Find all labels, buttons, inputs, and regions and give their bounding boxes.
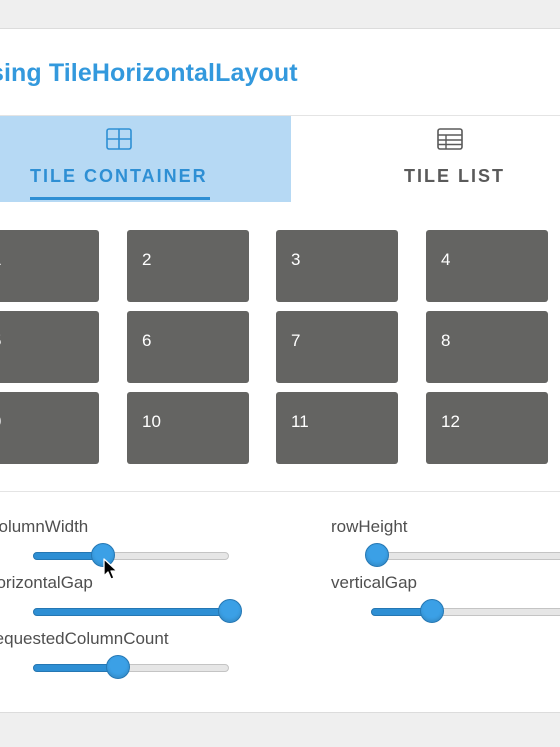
tile[interactable]: 12	[426, 392, 548, 464]
tile-label: 12	[441, 412, 460, 431]
tile-label: 1	[0, 250, 1, 270]
slider-track	[376, 552, 560, 560]
requested-column-count-slider[interactable]	[33, 655, 229, 681]
divider	[0, 491, 560, 492]
slider-fill	[33, 608, 231, 616]
row-height-label: rowHeight	[331, 517, 408, 536]
tab-tile-container[interactable]: TILE CONTAINER	[0, 116, 291, 202]
tile-label: 2	[142, 250, 152, 269]
tile-label: 9	[0, 412, 1, 432]
list-table-icon	[437, 128, 463, 150]
tile[interactable]: 5	[0, 311, 99, 383]
tile-label: 4	[441, 250, 451, 269]
slider-thumb[interactable]	[91, 543, 115, 567]
tile-label: 6	[142, 331, 152, 350]
column-width-label: columnWidth	[0, 517, 89, 536]
tile-label: 11	[291, 412, 309, 431]
page-title: sing TileHorizontalLayout	[0, 59, 298, 87]
vertical-gap-slider[interactable]	[371, 599, 560, 625]
tile-label: 3	[291, 250, 301, 269]
tile[interactable]: 2	[127, 230, 249, 302]
tile[interactable]: 1	[0, 230, 99, 302]
tile-label: 7	[291, 331, 301, 350]
tile[interactable]: 6	[127, 311, 249, 383]
slider-thumb[interactable]	[106, 655, 130, 679]
slider-thumb[interactable]	[365, 543, 389, 567]
tile[interactable]: 10	[127, 392, 249, 464]
tile-label: 8	[441, 331, 451, 350]
tile[interactable]: 4	[426, 230, 548, 302]
tab-tile-list[interactable]: TILE LIST	[291, 116, 560, 202]
slider-thumb[interactable]	[420, 599, 444, 623]
tile[interactable]: 8	[426, 311, 548, 383]
slider-thumb[interactable]	[218, 599, 242, 623]
tab-selected-indicator	[30, 197, 210, 200]
requested-column-count-label: requestedColumnCount	[0, 629, 169, 648]
row-height-slider[interactable]	[365, 543, 560, 569]
tile[interactable]: 7	[276, 311, 398, 383]
column-width-slider[interactable]	[33, 543, 229, 569]
vertical-gap-label: verticalGap	[331, 573, 417, 592]
tile[interactable]: 11	[276, 392, 398, 464]
horizontal-gap-label: horizontalGap	[0, 573, 93, 592]
divider	[0, 115, 560, 116]
tab-tile-list-label: TILE LIST	[404, 166, 505, 186]
tab-tile-container-label: TILE CONTAINER	[30, 166, 208, 186]
demo-panel: sing TileHorizontalLayout TILE CONTAINER…	[0, 28, 560, 713]
tile[interactable]: 3	[276, 230, 398, 302]
tile-label: 10	[142, 412, 161, 431]
mouse-pointer-icon	[103, 558, 118, 580]
horizontal-gap-slider[interactable]	[33, 599, 242, 625]
tile[interactable]: 9	[0, 392, 99, 464]
tile-label: 5	[0, 331, 1, 351]
grid-icon	[106, 128, 132, 150]
